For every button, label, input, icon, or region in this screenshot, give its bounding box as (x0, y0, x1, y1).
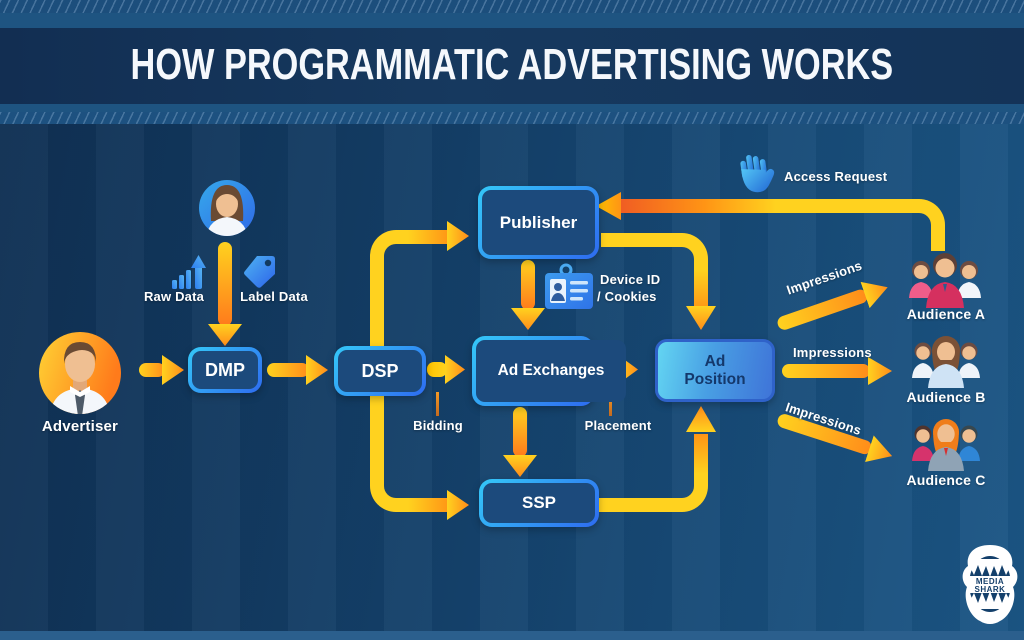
device-id-label-line2: / Cookies (597, 289, 657, 304)
node-ad-exchanges: Ad Exchanges (472, 336, 626, 406)
logo-text-shark: SHARK (975, 585, 1006, 594)
node-dmp-label: DMP (192, 351, 258, 389)
node-publisher-label: Publisher (482, 190, 595, 255)
arrow-dsp-publisher-head (447, 221, 469, 251)
data-person-icon (199, 180, 255, 236)
arrow-advertiser-dmp-body (139, 363, 165, 377)
audience-c-icon (912, 419, 980, 471)
audience-b-label: Audience B (906, 389, 986, 405)
audience-a-icon (909, 253, 981, 308)
arrow-impressions-b-head (868, 357, 892, 385)
node-ad-position-label: Ad Position (684, 352, 746, 388)
arrow-bidding-body (427, 362, 447, 377)
audience-a-label: Audience A (906, 306, 986, 322)
node-ad-position: Ad Position (655, 339, 775, 402)
sub-title-strip (0, 104, 1024, 112)
sub-hatch-strip (0, 112, 1024, 124)
arrow-dmp-dsp-body (267, 363, 309, 377)
arrow-advertiser-dmp-head (162, 355, 184, 385)
node-publisher: Publisher (478, 186, 599, 259)
arrow-access-request-head (596, 192, 621, 220)
audience-c-label: Audience C (906, 472, 986, 488)
arrow-impressions-a-head (860, 274, 892, 308)
top-strip (0, 13, 1024, 28)
arrow-publisher-adpos-fade (694, 270, 708, 311)
arrow-ssp-adpos-fade (694, 434, 708, 474)
advertiser-label: Advertiser (41, 418, 119, 435)
impressions-b-label: Impressions (793, 345, 872, 360)
placement-label: Placement (584, 418, 652, 433)
page-title: HOW PROGRAMMATIC ADVERTISING WORKS (0, 40, 1024, 90)
raw-data-label: Raw Data (143, 289, 205, 304)
bidding-label: Bidding (413, 418, 463, 433)
logo-text-media: MEDIA (976, 577, 1004, 586)
media-shark-logo: MEDIA SHARK (962, 545, 1018, 624)
node-dsp: DSP (334, 346, 426, 396)
arrow-dsp-publisher-fade (408, 230, 450, 244)
arrow-ssp-adpos-head (686, 406, 716, 432)
top-hatch-strip (0, 0, 1024, 13)
arrow-bidding-head (445, 355, 465, 384)
arrow-publisher-adpos-head (686, 306, 716, 330)
node-dsp-label: DSP (338, 350, 422, 392)
arrow-ssp-adpos-elbow (598, 434, 708, 512)
arrow-impressions-c-head (865, 435, 896, 469)
arrow-access-request-fade (616, 199, 776, 213)
arrow-adx-ssp-body (513, 407, 527, 457)
audience-b-icon (912, 336, 980, 388)
arrow-dsp-ssp-head (447, 490, 469, 520)
arrow-dmp-dsp-head (306, 355, 328, 385)
bidding-post (436, 392, 439, 416)
access-request-hand-icon (740, 154, 775, 193)
label-data-label: Label Data (240, 289, 308, 304)
device-id-card-icon (545, 263, 593, 309)
arrow-publisher-adx-head (511, 308, 545, 330)
device-id-label-line1: Device ID (600, 272, 661, 287)
arrow-dsp-ssp-fade (408, 498, 450, 512)
label-data-tag-icon (244, 256, 275, 288)
arrow-dsp-publisher-elbow (370, 230, 450, 348)
arrow-data-dmp-head (208, 324, 242, 346)
raw-data-icon (172, 255, 206, 289)
arrow-impressions-b-body (782, 364, 870, 378)
node-ad-exchanges-label: Ad Exchanges (476, 340, 626, 402)
page-title-text: HOW PROGRAMMATIC ADVERTISING WORKS (130, 40, 894, 89)
bottom-strip (0, 631, 1024, 640)
advertiser-avatar-icon (39, 332, 121, 414)
node-ssp-label: SSP (483, 483, 595, 523)
node-dmp: DMP (188, 347, 262, 393)
placement-post (609, 392, 612, 416)
access-request-label: Access Request (784, 169, 888, 184)
arrow-data-dmp-body (218, 242, 232, 326)
arrow-publisher-adx-body (521, 260, 535, 310)
node-ssp: SSP (479, 479, 599, 527)
title-band (0, 28, 1024, 104)
arrow-adx-ssp-head (503, 455, 537, 477)
